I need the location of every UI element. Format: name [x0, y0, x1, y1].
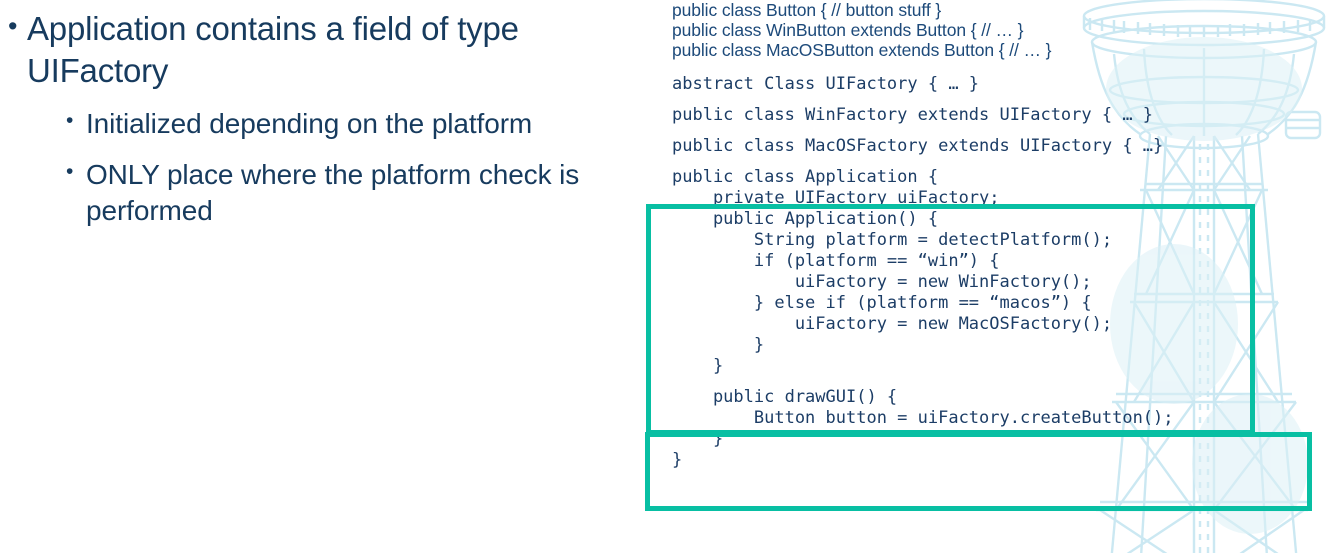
bullet-list: • Application contains a field of type U… [8, 8, 636, 230]
bullet-marker-icon: • [8, 11, 18, 41]
bullet-level2-item-initialized: • Initialized depending on the platform [66, 106, 636, 142]
bullet-level2-text: Initialized depending on the platform [86, 108, 533, 140]
code-spacer [672, 95, 1312, 105]
code-listing: public class Button { // button stuff } … [672, 0, 1312, 471]
code-block-application-constructor: public class Application { private UIFac… [672, 167, 1113, 376]
code-line-macosbutton-class: public class MacOSButton extends Button … [672, 40, 1052, 60]
bullet-level2-text: ONLY place where the platform check is p… [86, 158, 580, 227]
code-line-winfactory: public class WinFactory extends UIFactor… [672, 105, 1154, 125]
bullet-marker-icon: • [66, 159, 74, 183]
code-line-button-class: public class Button { // button stuff } [672, 0, 942, 20]
bullet-level1-item: • Application contains a field of type U… [8, 8, 636, 92]
code-spacer [672, 377, 1312, 387]
code-line-abstract-uifactory: abstract Class UIFactory { … } [672, 74, 980, 94]
code-spacer [672, 126, 1312, 136]
code-spacer [672, 60, 1312, 74]
code-line-winbutton-class: public class WinButton extends Button { … [672, 20, 1024, 40]
bullet-level2-item-only-place: • ONLY place where the platform check is… [66, 157, 636, 230]
code-line-class-closing-brace: } [672, 450, 683, 470]
bullet-level1-text: Application contains a field of type UIF… [27, 10, 519, 90]
code-block-drawgui: public drawGUI() { Button button = uiFac… [712, 387, 1174, 449]
bullet-marker-icon: • [66, 109, 74, 133]
code-spacer [672, 157, 1312, 167]
code-line-macosfactory: public class MacOSFactory extends UIFact… [672, 136, 1164, 156]
